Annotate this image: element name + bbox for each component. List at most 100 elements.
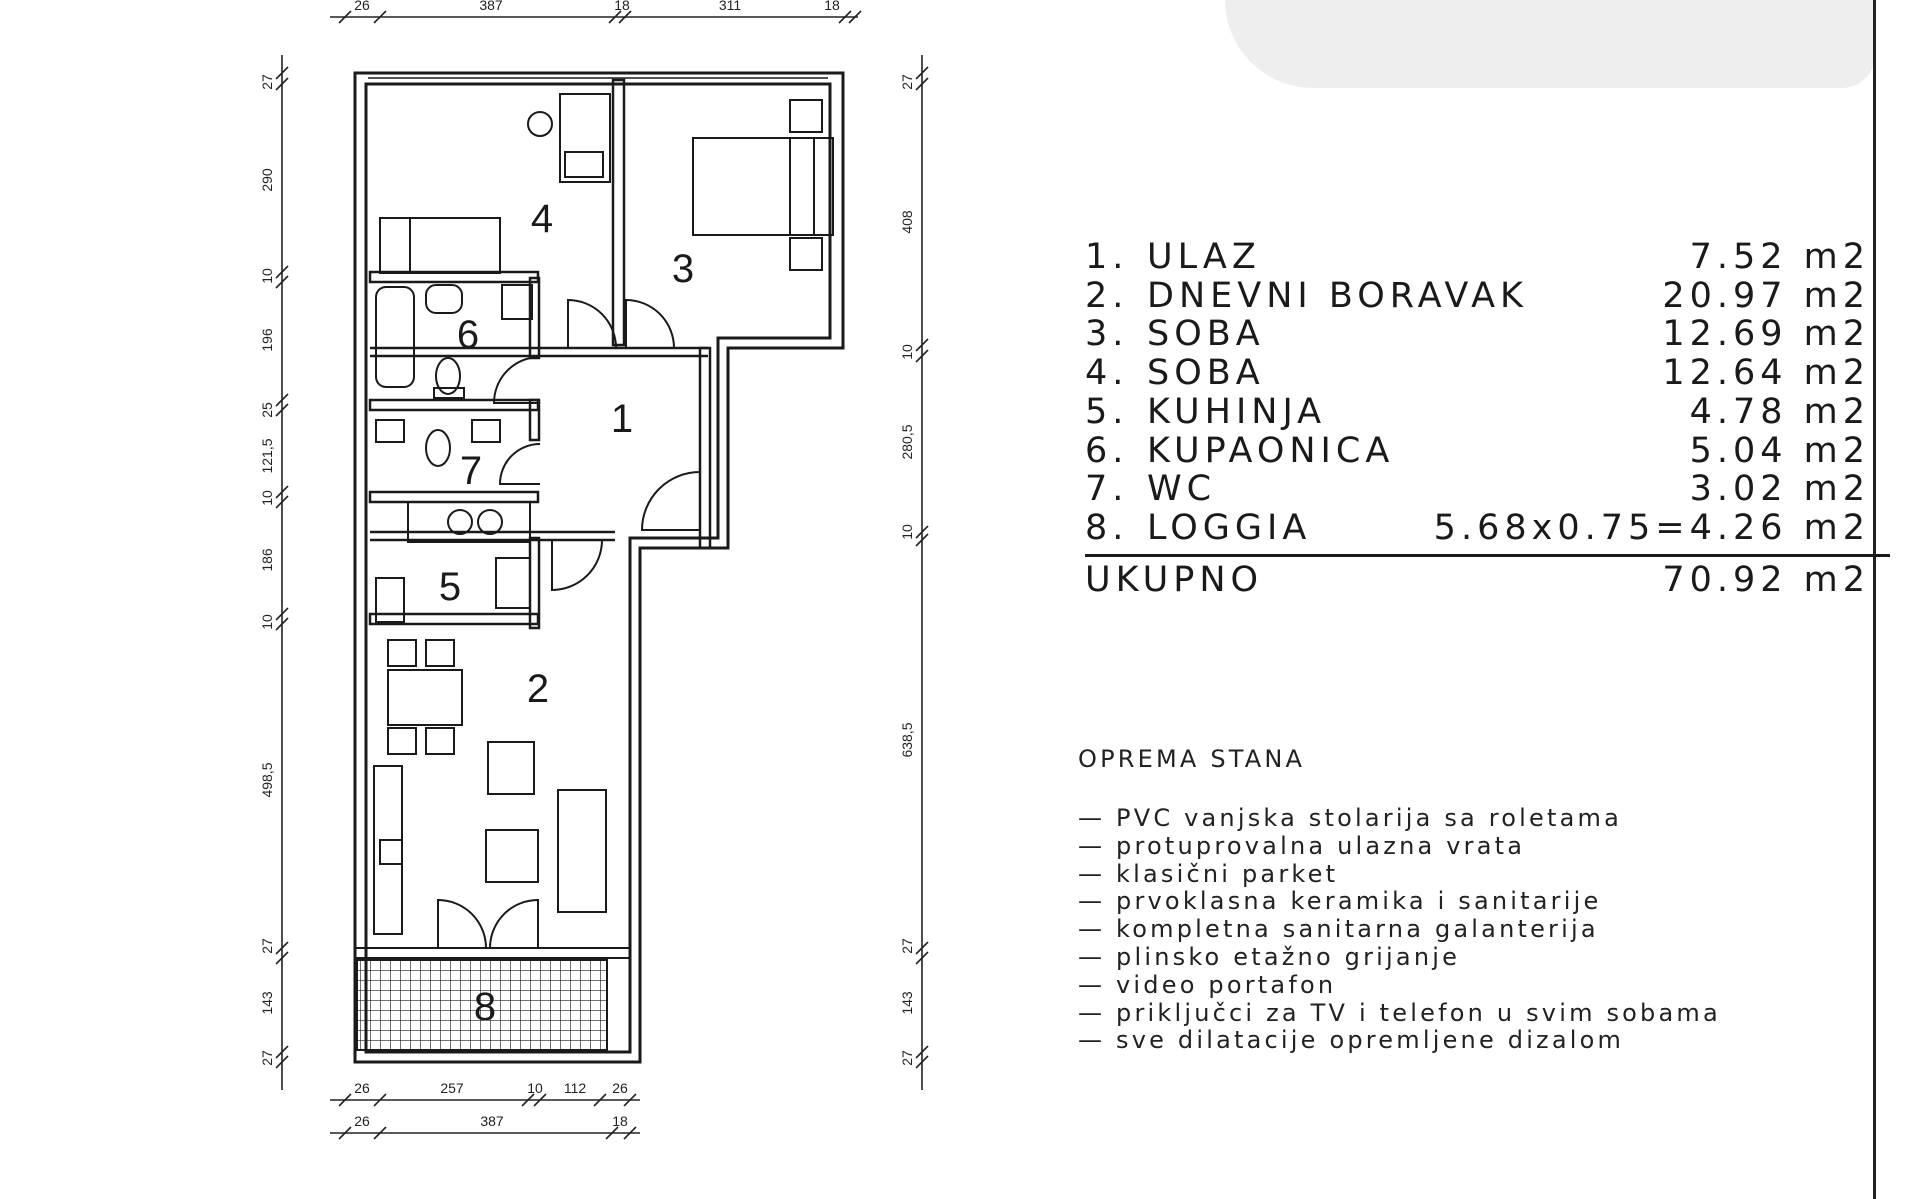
dimension-tick	[275, 393, 289, 407]
room-numbers: 1 2 3 4 5 6 7 8	[439, 197, 694, 1029]
dimension-label: 387	[480, 1113, 504, 1129]
dimension-label: 290	[259, 168, 275, 192]
equipment-list: — PVC vanjska stolarija sa roletama— pro…	[1078, 804, 1721, 1055]
equipment-item: — plinsko etažno grijanje	[1078, 942, 1461, 971]
dimension-label: 10	[527, 1080, 543, 1096]
dimension-label: 10	[259, 268, 275, 284]
dimension-label: 25	[259, 402, 275, 418]
dimension-tick	[915, 1055, 929, 1069]
dimension-label: 26	[354, 1113, 370, 1129]
room-area: 20.97 m2	[1662, 275, 1870, 316]
room-name: KUPAONICA	[1147, 430, 1395, 471]
equipment-section: OPREMA STANA — PVC vanjska stolarija sa …	[1078, 745, 1721, 1055]
dimension-tick	[338, 10, 352, 24]
dimension-label: 10	[259, 614, 275, 630]
room-number-1: 1	[611, 397, 633, 441]
room-name: ULAZ	[1147, 237, 1261, 277]
dimension-tick	[848, 10, 862, 24]
dimension-label: 186	[259, 548, 275, 572]
dimension-tick	[915, 941, 929, 955]
dimension-label: 26	[612, 1080, 628, 1096]
room-name: KUHINJA	[1147, 391, 1327, 432]
equipment-item: — klasični parket	[1078, 859, 1339, 888]
dimension-label: 257	[440, 1080, 464, 1096]
dimension-label: 27	[259, 74, 275, 90]
dimension-label: 387	[479, 0, 503, 13]
dimension-label: 27	[899, 74, 915, 90]
dimension-label: 10	[899, 524, 915, 540]
room-label: 7.WC	[1085, 470, 1216, 509]
dimension-tick	[623, 1093, 637, 1107]
room-label: 5.KUHINJA	[1085, 393, 1326, 432]
room-number-5: 5	[439, 565, 461, 609]
dimension-label: 27	[259, 1050, 275, 1066]
dimension-label: 10	[259, 490, 275, 506]
dimension-tick	[275, 66, 289, 80]
dimension-tick	[275, 265, 289, 279]
equipment-item: — prvoklasna keramika i sanitarije	[1078, 887, 1602, 916]
dimension-tick	[838, 10, 852, 24]
dimension-tick	[275, 1045, 289, 1059]
dimension-tick	[593, 1093, 607, 1107]
exterior-walls	[353, 71, 845, 1064]
room-label: 8. LOGGIA	[1085, 509, 1311, 548]
room-index: 6.	[1085, 430, 1129, 471]
dimension-label: 26	[354, 1080, 370, 1096]
room-formula: 5.68x0.75=	[1433, 507, 1690, 548]
furniture	[373, 93, 834, 935]
dimension-label: 27	[259, 938, 275, 954]
dimension-label: 280,5	[899, 424, 915, 459]
equipment-item: — priključci za TV i telefon u svim soba…	[1078, 998, 1721, 1027]
dimension-tick	[608, 10, 622, 24]
room-index: 8.	[1085, 507, 1129, 548]
dimension-label: 18	[824, 0, 840, 13]
dimension-tick	[275, 485, 289, 499]
room-label: 6. KUPAONICA	[1085, 430, 1395, 471]
dimension-tick	[275, 951, 289, 965]
dimension-tick	[533, 1093, 547, 1107]
equipment-item: — kompletna sanitarna galanterija	[1078, 915, 1599, 944]
room-label: 1. ULAZ	[1085, 238, 1261, 277]
dimension-tick	[915, 338, 929, 352]
dimension-tick	[275, 495, 289, 509]
equipment-item: — video portafon	[1078, 970, 1337, 999]
total-divider	[1085, 553, 1890, 557]
room-index: 1.	[1085, 237, 1129, 277]
dimension-label: 26	[354, 0, 370, 13]
total-label: UKUPNO	[1085, 559, 1264, 600]
dimension-label: 143	[259, 991, 275, 1015]
room-label: 2.DNEVNI BORAVAK	[1085, 277, 1528, 316]
dimension-label: 27	[899, 1050, 915, 1066]
room-number-3: 3	[672, 247, 694, 291]
dimension-tick	[338, 1126, 352, 1140]
room-number-7: 7	[460, 449, 482, 493]
dimension-tick	[275, 617, 289, 631]
room-name: LOGGIA	[1147, 507, 1312, 548]
dimension-lines	[281, 16, 923, 1134]
dimension-label: 112	[564, 1080, 587, 1096]
dimension-label: 18	[614, 0, 630, 13]
room-area: 12.69 m2	[1662, 314, 1870, 355]
dimension-tick	[373, 1093, 387, 1107]
dimension-label: 408	[899, 210, 915, 234]
room-name: DNEVNI BORAVAK	[1147, 275, 1528, 316]
sheet-border	[1873, 0, 1876, 1199]
room-area: 4.78 m2	[1689, 391, 1870, 432]
dimension-label: 27	[899, 938, 915, 954]
dimension-tick	[605, 1126, 619, 1140]
dimension-label: 143	[899, 991, 915, 1015]
dimension-label: 196	[259, 328, 275, 352]
dimension-tick	[275, 403, 289, 417]
dimension-tick	[275, 1055, 289, 1069]
redacted-scribble	[1225, 0, 1875, 88]
dimension-tick	[915, 66, 929, 80]
dimension-tick	[623, 1126, 637, 1140]
dimension-tick	[373, 10, 387, 24]
